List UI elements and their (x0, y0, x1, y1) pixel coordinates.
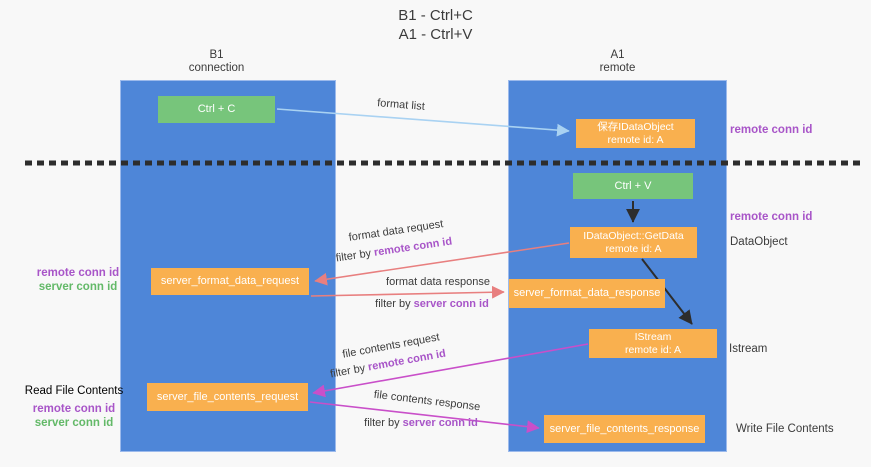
title-line-2: A1 - Ctrl+V (398, 26, 473, 43)
format-response-arrow (310, 285, 505, 299)
node-istream-line1: IStream (634, 330, 672, 343)
format-list-arrow (276, 108, 570, 137)
node-ctrl-v-label: Ctrl + V (614, 179, 652, 192)
getdata-to-istream-arrow (641, 258, 693, 325)
label-remote-conn-id-top: remote conn id (730, 124, 813, 136)
label-left-server-conn-id: server conn id (38, 281, 118, 293)
label-read-file-contents: Read File Contents (24, 385, 124, 397)
label-remote-conn-id-mid: remote conn id (730, 211, 813, 223)
filter-value: server conn id (402, 417, 478, 429)
node-save-idataobject: 保存IDataObject remote id: A (576, 119, 695, 148)
node-format-request-label: server_format_data_request (160, 275, 300, 287)
label-left-remote-conn-id: remote conn id (36, 267, 120, 279)
node-idataobject-getdata: IDataObject::GetData remote id: A (570, 227, 697, 258)
node-ctrl-c: Ctrl + C (158, 96, 275, 123)
format-request-arrow (314, 242, 570, 286)
filter-prefix: filter by (375, 298, 411, 310)
label-left-server-conn-id: server conn id (34, 417, 114, 429)
filter-prefix: filter by (364, 417, 400, 429)
left-file-conn-id-labels: Read File Contents remote conn id server… (20, 384, 128, 430)
node-format-response-label: server_format_data_response (513, 287, 661, 299)
lane-b1-subtitle: connection (188, 62, 245, 74)
label-left-remote-conn-id: remote conn id (32, 403, 116, 415)
node-istream-line2: remote id: A (624, 343, 682, 356)
label-dataobject: DataObject (730, 236, 788, 248)
node-ctrl-v: Ctrl + V (573, 173, 693, 199)
title-line-1: B1 - Ctrl+C (398, 7, 473, 24)
label-istream: Istream (729, 343, 768, 355)
lane-header-a1: A1 remote (508, 49, 727, 75)
node-server-file-contents-request: server_file_contents_request (147, 383, 308, 411)
left-format-conn-id-labels: remote conn id server conn id (28, 266, 128, 294)
node-save-idataobject-line2: remote id: A (607, 133, 664, 146)
file-response-arrow (309, 401, 540, 434)
node-istream: IStream remote id: A (589, 329, 717, 358)
lane-b1-name: B1 (209, 49, 224, 61)
lane-header-b1: B1 connection (120, 49, 313, 75)
node-getdata-line1: IDataObject::GetData (583, 229, 684, 242)
filter-value: server conn id (413, 298, 489, 310)
node-save-idataobject-line1: 保存IDataObject (597, 120, 674, 133)
format-response-label: format data response (386, 276, 490, 288)
lane-a1-subtitle: remote (599, 62, 636, 74)
node-server-format-data-response: server_format_data_response (509, 279, 665, 308)
node-ctrl-c-label: Ctrl + C (197, 103, 236, 115)
node-getdata-line2: remote id: A (605, 242, 662, 255)
lane-a1-name: A1 (610, 49, 625, 61)
file-request-arrow (312, 343, 589, 398)
diagram-title: B1 - Ctrl+C A1 - Ctrl+V (0, 6, 871, 44)
node-file-request-label: server_file_contents_request (156, 390, 299, 403)
node-server-file-contents-response: server_file_contents_response (544, 415, 705, 443)
label-write-file-contents: Write File Contents (736, 423, 834, 435)
node-file-response-label: server_file_contents_response (549, 422, 700, 435)
node-server-format-data-request: server_format_data_request (151, 268, 309, 295)
